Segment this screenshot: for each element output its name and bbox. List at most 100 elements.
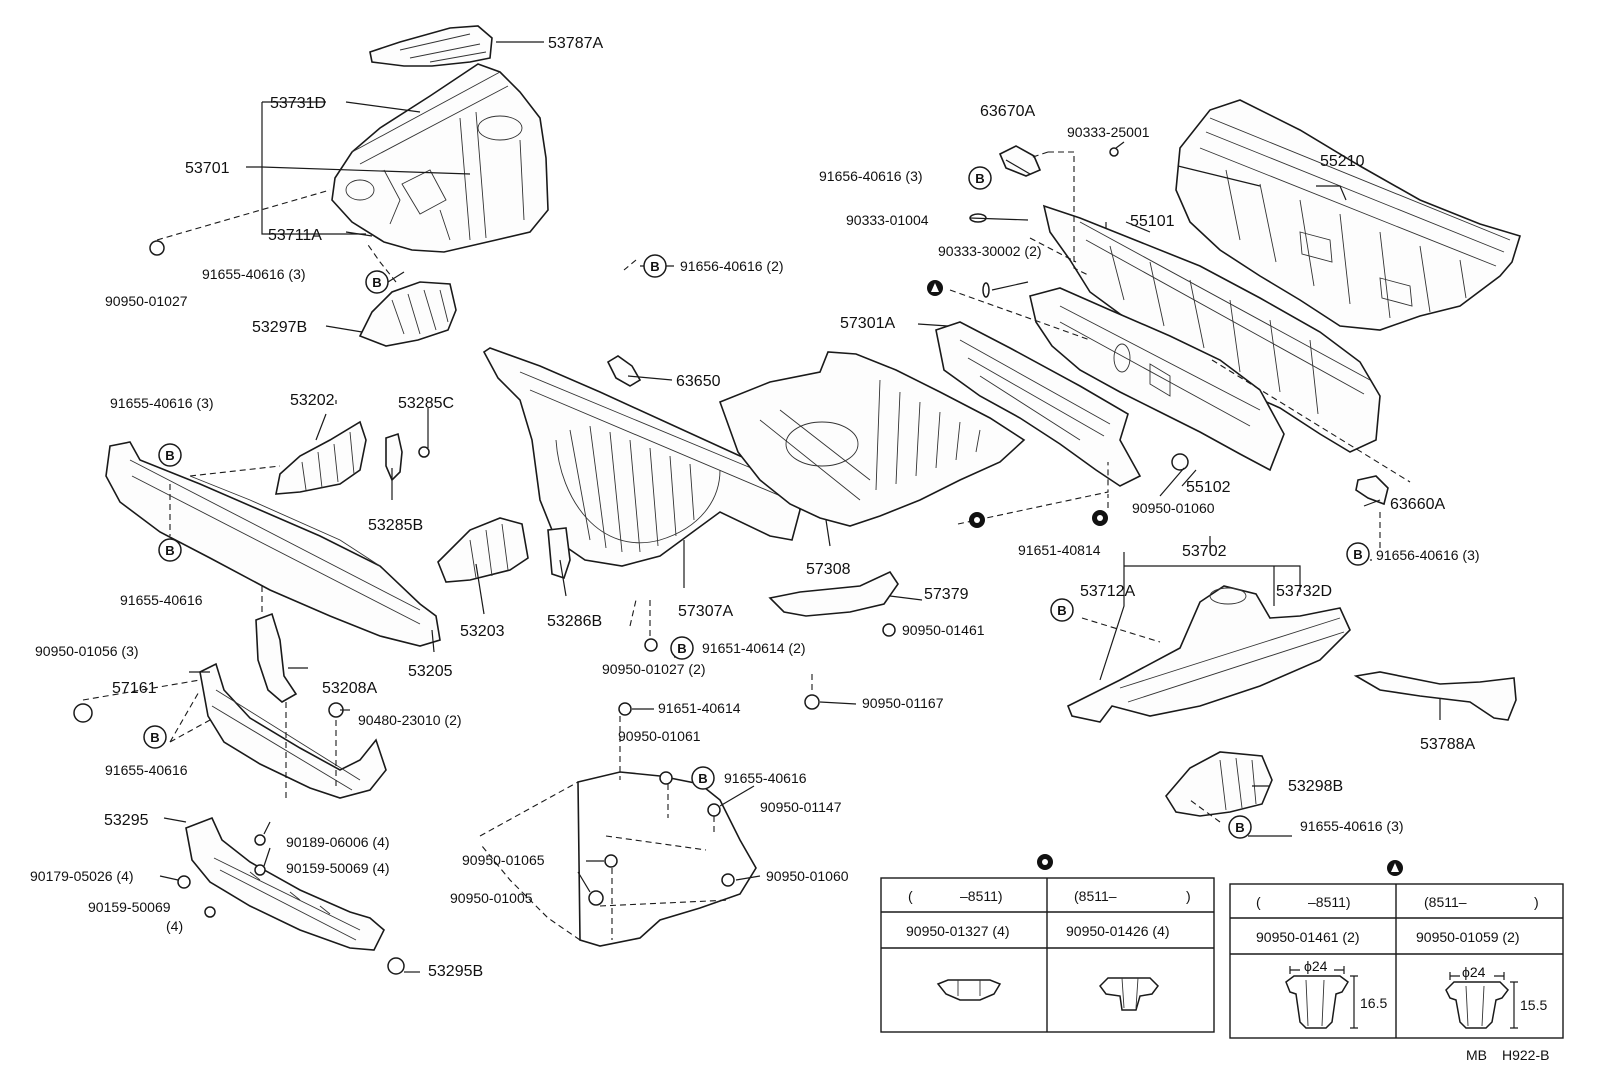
label-55101: 55101 — [1130, 213, 1175, 230]
table-c-col2-part: 90950-01426 (4) — [1066, 923, 1170, 939]
svg-text:B: B — [975, 171, 984, 186]
clip-90950-01461-illustration — [1285, 966, 1358, 1029]
table-a-col1-part: 90950-01461 (2) — [1256, 929, 1360, 945]
clip-53295B — [387, 957, 405, 975]
part-57301A-drawing — [935, 321, 1142, 487]
label-90950-01065: 90950-01065 — [462, 852, 545, 868]
label-57308: 57308 — [806, 561, 851, 578]
label-53285C: 53285C — [398, 395, 454, 412]
table-c-col1-open: ( — [908, 888, 913, 904]
b-marker-5: B — [158, 538, 182, 562]
table-a-col2-close: ) — [1534, 894, 1539, 910]
svg-text:B: B — [1057, 603, 1066, 618]
part-53297B-drawing — [358, 281, 457, 347]
label-53285B: 53285B — [368, 517, 423, 534]
clip-90950-01167 — [804, 694, 820, 710]
clip-91651-40614 — [618, 702, 632, 716]
table-c-col1-part: 90950-01327 (4) — [906, 923, 1010, 939]
label-53702: 53702 — [1182, 543, 1227, 560]
clip-90950-01065 — [604, 854, 618, 868]
label-57301A: 57301A — [840, 315, 895, 332]
label-90950-01061: 90950-01061 — [618, 728, 701, 744]
label-53297B: 53297B — [252, 319, 307, 336]
b-marker-3: B — [643, 254, 667, 278]
part-57307A-drawing — [482, 347, 801, 567]
part-53787A-drawing — [369, 25, 493, 67]
svg-text:B: B — [150, 730, 159, 745]
label-53732D: 53732D — [1276, 583, 1332, 600]
part-57379-drawing — [768, 570, 899, 617]
clip-90950-01027-mid — [644, 638, 658, 652]
clip-90950-01056 — [73, 703, 93, 723]
a-symbol-table-marker — [1387, 860, 1403, 876]
table-a-dia1: ϕ24 — [1304, 958, 1328, 974]
label-90950-01027: 90950-01027 — [105, 293, 188, 309]
part-53295-drawing — [185, 816, 385, 951]
label-53203: 53203 — [460, 623, 505, 640]
clip-90950-01461 — [882, 623, 896, 637]
label-57307A: 57307A — [678, 603, 733, 620]
label-53298B: 53298B — [1288, 778, 1343, 795]
svg-text:B: B — [650, 259, 659, 274]
label-90189-06006: 90189-06006 (4) — [286, 834, 390, 850]
label-91656-40616-3a: 91656-40616 (3) — [819, 168, 923, 184]
label-53208A: 53208A — [322, 680, 377, 697]
label-90159-50069: 90159-50069 — [88, 899, 171, 915]
label-53205: 53205 — [408, 663, 453, 680]
part-63660A-drawing — [1355, 475, 1389, 506]
label-90480-23010: 90480-23010 (2) — [358, 712, 462, 728]
label-90950-01005: 90950-01005 — [450, 890, 533, 906]
part-53202-drawing — [275, 420, 367, 495]
label-90159-50069-qty: (4) — [166, 918, 183, 934]
clip-90179-05026 — [177, 875, 191, 889]
clip-90189-06006 — [254, 834, 266, 846]
part-53298B-drawing — [1165, 751, 1273, 817]
clip-table-c: ( –8511) (8511– ) 90950-01327 (4) 90950-… — [880, 877, 1215, 1033]
clip-90950-01426-illustration — [1099, 977, 1159, 1011]
label-90333-01004: 90333-01004 — [846, 212, 929, 228]
label-91651-40814: 91651-40814 — [1018, 542, 1101, 558]
label-91656-40616-3b: 91656-40616 (3) — [1376, 547, 1480, 563]
label-91651-40614: 91651-40614 — [658, 700, 741, 716]
a-symbol-marker-1 — [927, 280, 943, 296]
label-63670A: 63670A — [980, 103, 1035, 120]
label-90950-01147: 90950-01147 — [760, 799, 842, 815]
clip-90950-01005 — [588, 890, 604, 906]
label-53295B: 53295B — [428, 963, 483, 980]
part-53702-drawing — [1066, 585, 1351, 723]
clip-90950-01061 — [659, 771, 673, 785]
b-marker-4: B — [158, 443, 182, 467]
footer-code-h922b: H922-B — [1502, 1047, 1549, 1063]
table-c-col2-close: ) — [1186, 888, 1191, 904]
label-53712A: 53712A — [1080, 583, 1135, 600]
label-91655-40616-3c: 91655-40616 (3) — [1300, 818, 1404, 834]
b-marker-8: B — [143, 725, 167, 749]
table-a-col1-open: ( — [1256, 894, 1261, 910]
clip-90950-01060-right — [1171, 453, 1189, 471]
clip-90950-01327-illustration — [936, 979, 1002, 1001]
clip-90950-01027-top — [149, 240, 165, 256]
clip-90159-50069-b — [204, 906, 216, 918]
part-53701-drawing — [331, 63, 549, 253]
label-63650: 63650 — [676, 373, 721, 390]
label-90950-01060b: 90950-01060 — [766, 868, 849, 884]
table-a-col1-head: –8511) — [1308, 894, 1351, 910]
label-90159-50069-4: 90159-50069 (4) — [286, 860, 390, 876]
label-63660A: 63660A — [1390, 496, 1445, 513]
label-90333-25001: 90333-25001 — [1067, 124, 1150, 140]
table-a-col2-head: (8511– — [1424, 894, 1467, 910]
table-c-col2-head: (8511– — [1074, 888, 1117, 904]
label-90179-05026: 90179-05026 (4) — [30, 868, 134, 884]
footer-code-mb: MB — [1466, 1047, 1487, 1063]
label-55102: 55102 — [1186, 479, 1231, 496]
label-57379: 57379 — [924, 586, 969, 603]
label-57161: 57161 — [112, 680, 157, 697]
table-c-col1-head: –8511) — [960, 888, 1003, 904]
c-symbol-table-marker — [1037, 854, 1053, 870]
leader-lines — [159, 41, 1441, 973]
label-91656-40616-2: 91656-40616 (2) — [680, 258, 784, 274]
label-53202: 53202 — [290, 392, 335, 409]
c-symbol-marker-1 — [969, 512, 985, 528]
part-55101-drawing — [1042, 204, 1381, 453]
